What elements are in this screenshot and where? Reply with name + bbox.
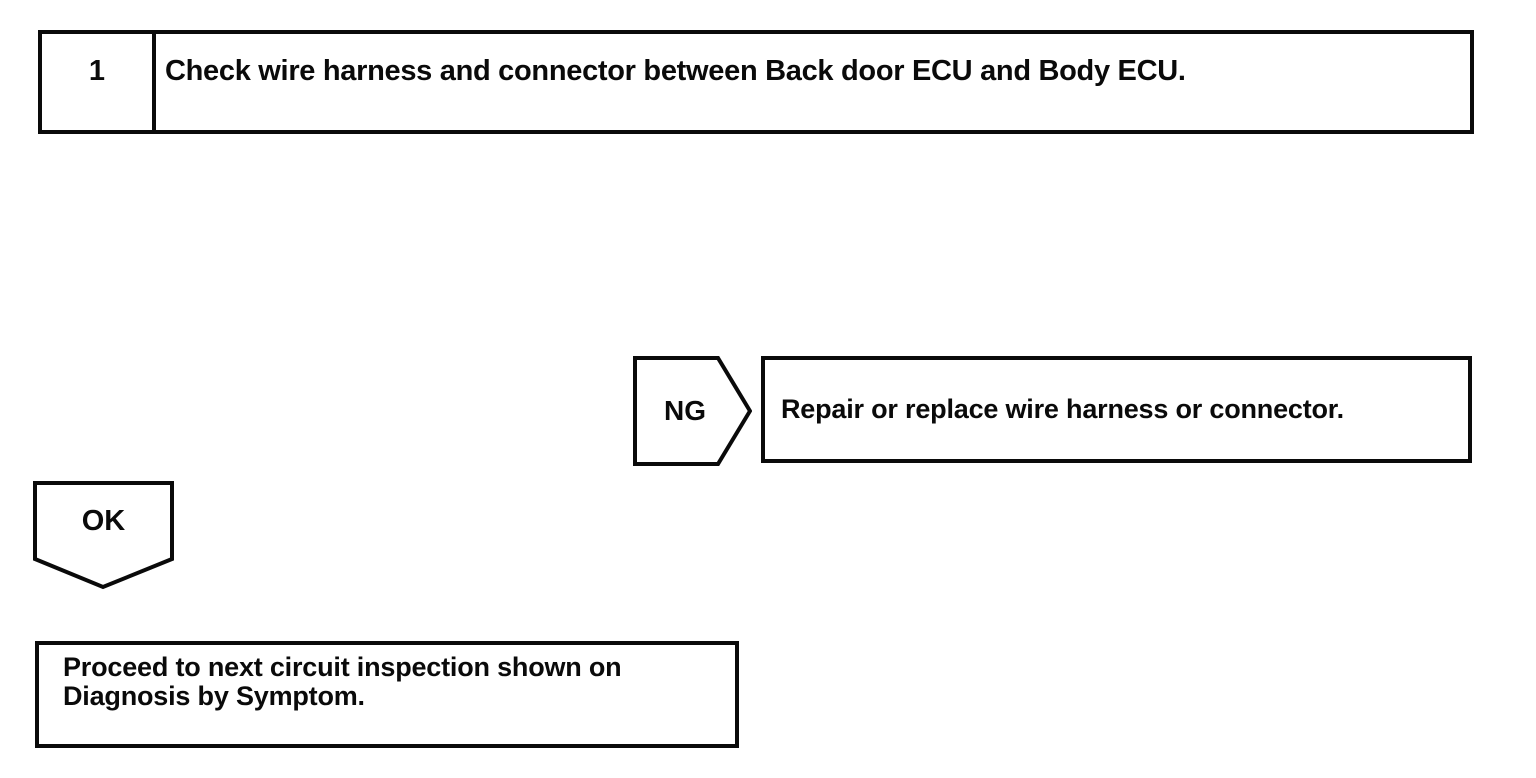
step-instruction-cell: Check wire harness and connector between… (156, 34, 1470, 130)
ok-pentagon-icon (33, 481, 174, 590)
proceed-box: Proceed to next circuit inspection shown… (35, 641, 739, 748)
step-instruction: Check wire harness and connector between… (165, 55, 1186, 87)
proceed-text-line-2: Diagnosis by Symptom. (63, 681, 365, 711)
step-number-cell: 1 (42, 34, 156, 130)
ng-result-box: Repair or replace wire harness or connec… (761, 356, 1472, 463)
step-box: 1 Check wire harness and connector betwe… (38, 30, 1474, 134)
ng-label: NG (664, 395, 706, 426)
ng-pointer-shape: NG (633, 356, 752, 466)
ng-pentagon-icon (633, 356, 752, 466)
proceed-text-line-1: Proceed to next circuit inspection shown… (63, 652, 622, 682)
step-number: 1 (88, 55, 106, 87)
ng-result-text: Repair or replace wire harness or connec… (781, 394, 1344, 424)
ok-label: OK (81, 504, 126, 537)
ok-pointer-shape: OK (33, 481, 174, 591)
